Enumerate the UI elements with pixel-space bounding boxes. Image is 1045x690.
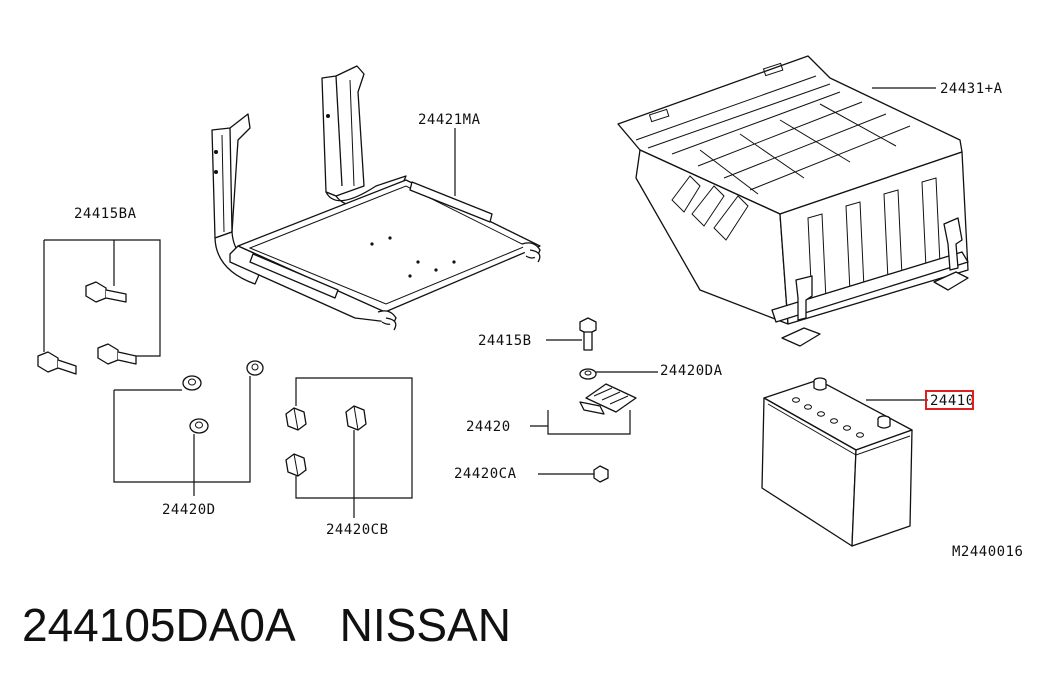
battery-drawing [761, 377, 913, 547]
battery-tray-drawing [211, 65, 541, 331]
bolt-drawings [37, 281, 137, 375]
callout-clamp: 24420 [466, 419, 511, 435]
clamp-drawing [579, 383, 637, 415]
callout-washers-d: 24420D [162, 502, 216, 518]
callout-nuts-cb: 24420CB [326, 522, 389, 538]
callout-washer-da: 24420DA [660, 363, 723, 379]
nut-ca-drawing [593, 465, 609, 483]
callout-battery: 24410 [930, 393, 975, 409]
washer-da-drawing [579, 368, 597, 380]
nuts-cb-drawing [285, 405, 367, 477]
callout-bolt-set: 24415BA [74, 206, 137, 222]
single-bolt-drawing [579, 317, 597, 351]
bracket-bolt-set [44, 239, 161, 357]
part-caption: 244105DA0A NISSAN [22, 598, 511, 652]
part-number: 244105DA0A [22, 599, 296, 651]
washers-d-drawing [182, 360, 264, 434]
callout-tray: 24421MA [418, 112, 481, 128]
battery-cover-drawing [617, 55, 969, 347]
callout-cover: 24431+A [940, 81, 1003, 97]
callout-nut-ca: 24420CA [454, 466, 517, 482]
figure-code: M2440016 [952, 544, 1023, 560]
brand-name: NISSAN [339, 599, 511, 651]
callout-bolt: 24415B [478, 333, 532, 349]
highlight-battery-callout [925, 390, 974, 410]
